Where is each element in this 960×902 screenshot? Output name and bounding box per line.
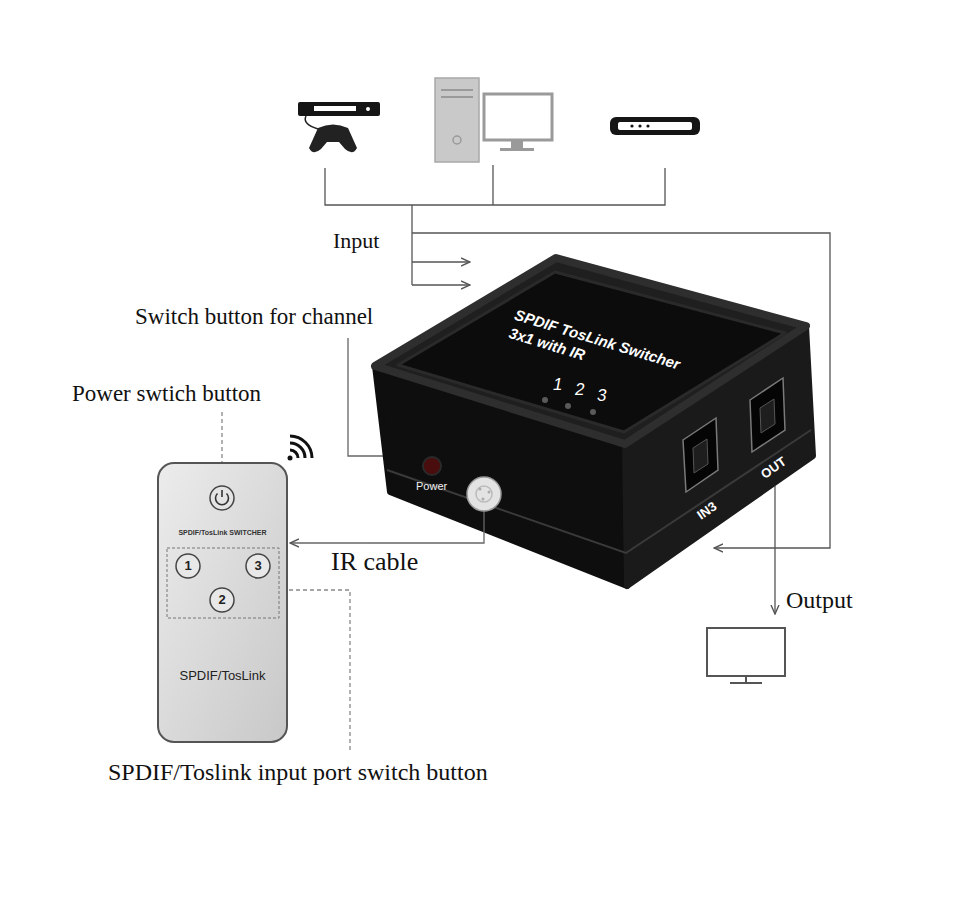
input-wires — [325, 165, 830, 614]
wireless-symbol — [288, 436, 313, 461]
input-arrow — [412, 261, 470, 262]
pc-drive-bay — [441, 96, 473, 98]
channel-led — [590, 409, 596, 415]
channel-button: 3 — [245, 553, 271, 579]
button-circle — [176, 554, 200, 578]
wireless-arc — [290, 450, 298, 458]
button-number: 2 — [209, 587, 235, 613]
switcher-device: SPDIF TosLink Switcher 3x1 with IR — [368, 250, 818, 592]
device-top-face — [375, 258, 806, 444]
ir-receiver-dot — [488, 491, 491, 494]
monitor-screen — [484, 94, 552, 140]
stb-dot — [646, 124, 649, 127]
output-label: Output — [786, 586, 853, 615]
ir-receiver-ring — [476, 486, 492, 502]
output-arrow — [774, 486, 775, 614]
optical-port — [683, 418, 718, 492]
channel-button: 1 — [175, 553, 201, 579]
computer-icon — [435, 78, 552, 162]
edge-label: IR cable — [331, 547, 418, 577]
wireless-arc — [290, 443, 305, 458]
stb-body — [610, 117, 700, 135]
ir-cable-wire — [368, 511, 484, 543]
input-label: Input — [333, 228, 379, 254]
callout-label: Switch button for channel — [135, 303, 373, 331]
leader-line — [289, 590, 350, 752]
input-drop — [492, 165, 493, 205]
button-circle — [210, 588, 234, 612]
ir-receiver-dot — [482, 498, 485, 501]
channel-number: 2 — [575, 380, 584, 400]
tv-icon — [707, 628, 785, 683]
channel-led — [542, 397, 548, 403]
tv-neck — [745, 676, 747, 683]
controller-cable — [305, 116, 318, 129]
channel-led — [565, 403, 571, 409]
channel-button: 2 — [209, 587, 235, 613]
console-body — [298, 102, 380, 116]
remote-body — [158, 463, 287, 742]
remote-power-button — [210, 486, 234, 510]
power-symbol — [221, 490, 223, 497]
switcher-illustration — [368, 250, 818, 592]
input-trunk — [411, 205, 412, 285]
console-led — [366, 107, 370, 111]
ir-receiver-dot — [479, 488, 482, 491]
remote-brand: SPDIF/TosLink — [156, 668, 289, 684]
console-slot — [314, 106, 356, 111]
channel-number: 1 — [553, 375, 562, 395]
callout-label: SPDIF/Toslink input port switch button — [108, 758, 488, 787]
power-led — [423, 457, 441, 475]
button-group-frame — [167, 548, 279, 618]
power-label: Power — [416, 480, 447, 493]
input-arrow — [412, 284, 470, 285]
button-circle — [246, 554, 270, 578]
stb-panel — [618, 122, 692, 130]
optical-port-slot — [760, 399, 775, 433]
pc-tower — [435, 78, 479, 162]
wireless-arc — [290, 436, 312, 458]
tv-screen — [707, 628, 785, 676]
ir-receiver — [467, 477, 501, 511]
monitor-base — [500, 148, 534, 151]
remote-model: SPDIF/TosLink SWITCHER — [156, 528, 289, 537]
game-console-icon — [298, 102, 380, 152]
pc-power-button — [453, 136, 461, 144]
device-top-panel — [398, 272, 785, 432]
optical-port — [750, 378, 785, 452]
wireless-dot — [288, 456, 293, 461]
device-lip — [387, 430, 811, 553]
input-bus — [325, 168, 665, 205]
set-top-box-icon — [610, 117, 700, 135]
controller-icon — [309, 125, 357, 153]
tv-base — [730, 682, 762, 684]
button-number: 3 — [245, 553, 271, 579]
monitor-neck — [511, 141, 523, 148]
stb-dot — [630, 124, 633, 127]
optical-port-slot — [693, 439, 708, 473]
button-number: 1 — [175, 553, 201, 579]
callout-label: Power swtich button — [72, 380, 261, 408]
channel-number: 3 — [597, 386, 606, 406]
pc-drive-bay — [441, 89, 473, 91]
remote-control: SPDIF/TosLink SWITCHER SPDIF/TosLink 1 32 — [156, 461, 289, 744]
stb-dot — [638, 124, 641, 127]
ir-connector — [290, 542, 368, 543]
